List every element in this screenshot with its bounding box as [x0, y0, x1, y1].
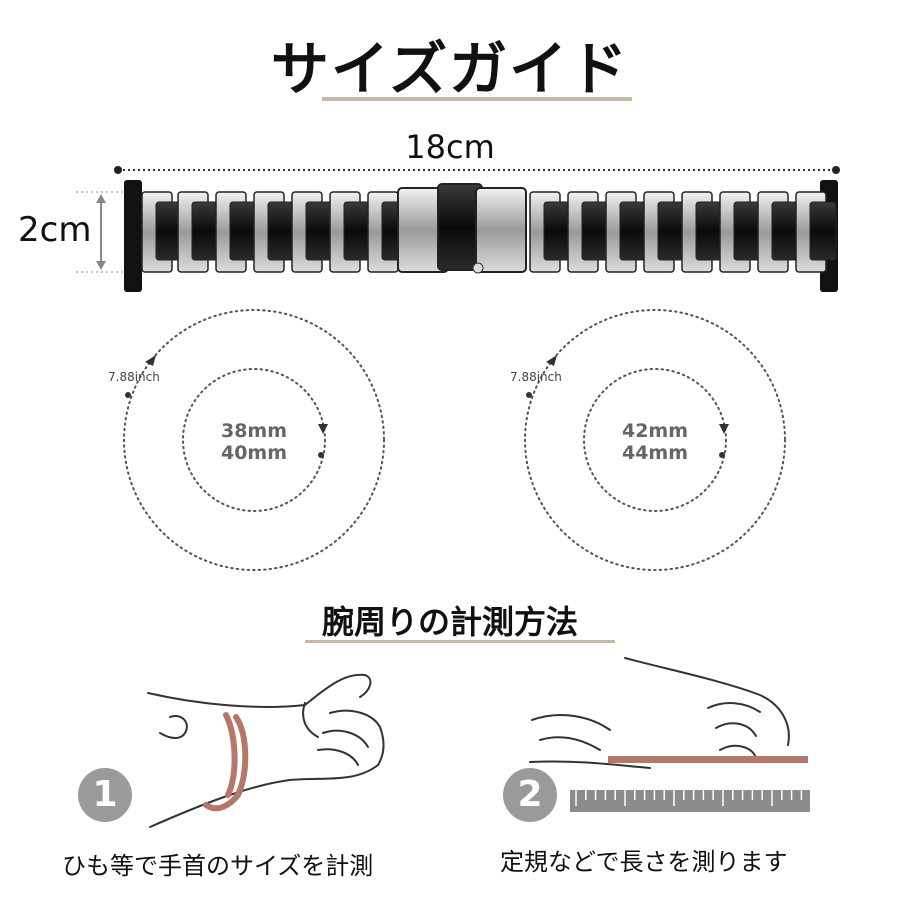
- band-width-label: 2cm: [18, 210, 92, 250]
- band-length-label: 18cm: [405, 128, 495, 166]
- step-number-badge: 2: [503, 768, 557, 822]
- page-title: サイズガイド: [270, 35, 630, 103]
- measure-title-underline: [305, 640, 615, 643]
- step-caption: ひも等で手首のサイズを計測: [62, 852, 374, 880]
- circle-outer-label: 7.88inch: [510, 370, 562, 384]
- wrist-string-illustration: [147, 673, 385, 828]
- measure-method-title: 腕周りの計測方法: [321, 603, 578, 641]
- step-number-badge: 1: [78, 768, 132, 822]
- watch-band-image: [124, 180, 838, 292]
- title-underline: [322, 97, 632, 101]
- circle-inner-size: 38mm: [220, 420, 288, 442]
- circle-outer-label: 7.88inch: [108, 370, 160, 384]
- ruler-measure-illustration: [529, 657, 810, 812]
- circle-inner-size: 44mm: [621, 442, 689, 464]
- step-caption: 定規などで長さを測ります: [500, 848, 788, 876]
- wrist-size-circles: [123, 309, 786, 571]
- circle-inner-size: 42mm: [621, 420, 689, 442]
- band-dimension-lines: [76, 166, 840, 273]
- circle-inner-size: 40mm: [220, 442, 288, 464]
